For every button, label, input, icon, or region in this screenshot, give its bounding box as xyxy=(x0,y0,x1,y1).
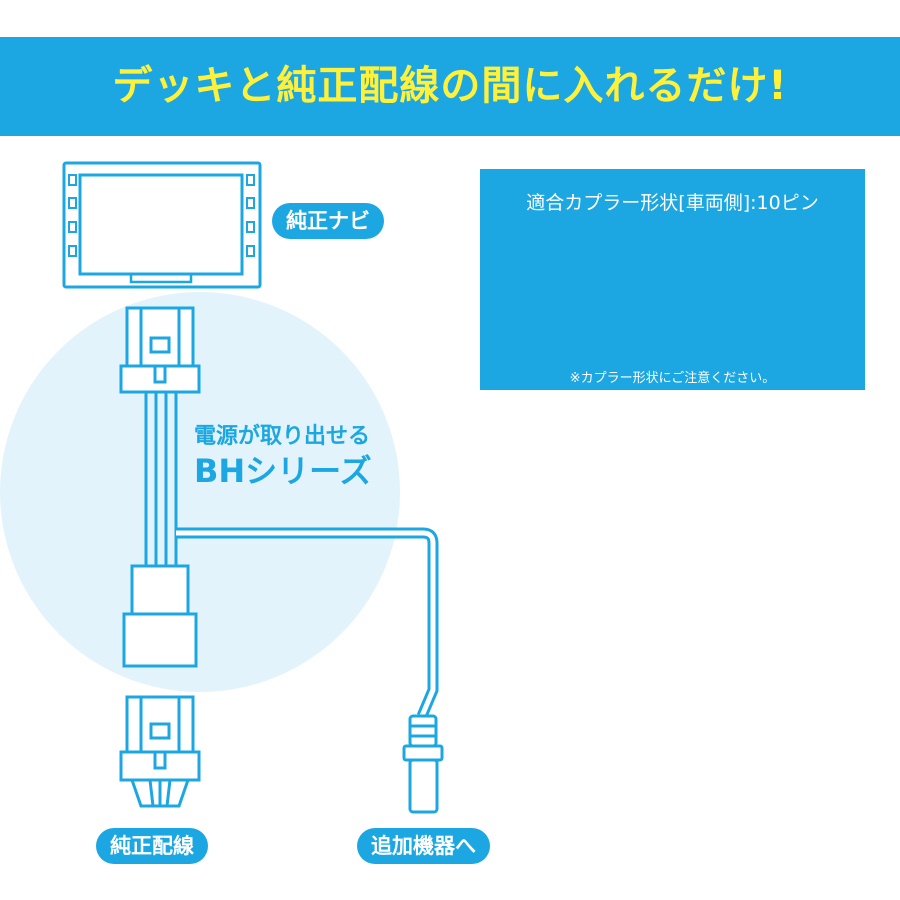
navi-unit-icon xyxy=(62,161,262,289)
headline: デッキと純正配線の間に入れるだけ! xyxy=(112,63,788,109)
circle-caption: 電源が取り出せる xyxy=(194,424,371,449)
wiring-label: 純正配線 xyxy=(96,828,208,864)
header-banner: デッキと純正配線の間に入れるだけ! xyxy=(0,37,900,136)
lower-harness-connector-icon xyxy=(122,564,198,668)
series-name: BHシリーズ xyxy=(194,452,372,490)
accessory-plug-icon xyxy=(402,714,444,814)
upper-connector-icon xyxy=(119,306,201,394)
navi-label: 純正ナビ xyxy=(272,203,384,239)
coupler-caution-note: ※カプラー形状にご注意ください。 xyxy=(569,371,776,386)
highlight-circle xyxy=(0,292,400,692)
device-label: 追加機器へ xyxy=(357,828,490,864)
coupler-info-box: 適合カプラー形状[車両側]:10ピン ※カプラー形状にご注意ください。 xyxy=(480,169,865,390)
coupler-info-title: 適合カプラー形状[車両側]:10ピン xyxy=(526,192,819,214)
vehicle-connector-icon xyxy=(119,695,201,808)
